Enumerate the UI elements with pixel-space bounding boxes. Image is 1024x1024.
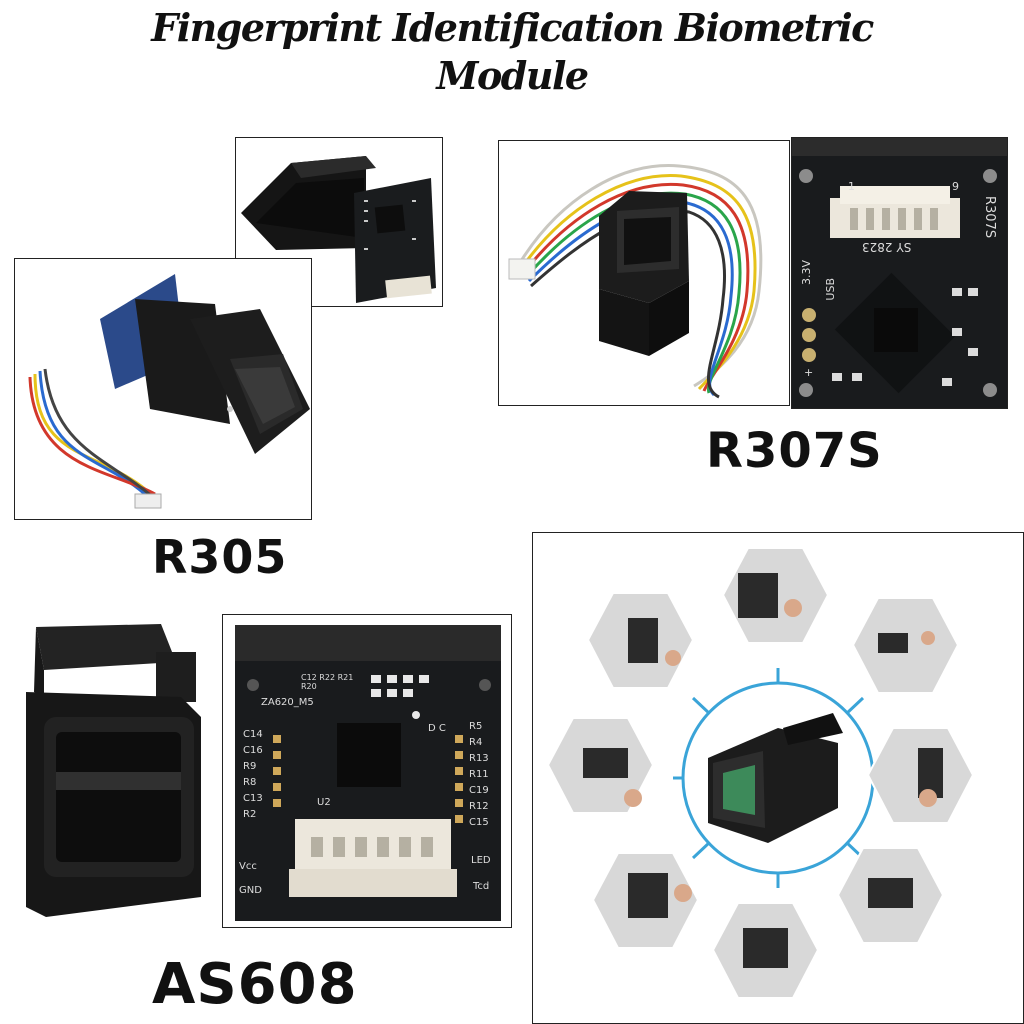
r307s-module-illustration [508, 164, 763, 399]
r307s-pcb-image: 1 9 R307S SY 2823 3.3V USB + [791, 137, 1008, 409]
as608-part-label: C16 [243, 745, 263, 756]
r307s-voltage-silkscreen: 3.3V [800, 260, 813, 286]
as608-part-label: R2 [243, 809, 257, 820]
as608-dc-silkscreen: D C [428, 723, 446, 734]
as608-part-label: R8 [243, 777, 257, 788]
as608-part-label: C19 [469, 785, 489, 796]
as608-part-label: R4 [469, 737, 483, 748]
as608-part-label: R5 [469, 721, 483, 732]
r305-board-illustration [241, 156, 436, 303]
as608-part-label: C14 [243, 729, 263, 740]
r307s-code-silkscreen: SY 2823 [862, 240, 912, 254]
as608-sensor-illustration [26, 624, 201, 917]
title-line-2: Module [436, 53, 589, 98]
as608-vcc-silkscreen: Vcc [239, 861, 257, 872]
as608-left-parts: C14 C16 R9 R8 C13 R2 [243, 727, 263, 823]
r307s-model-silkscreen: R307S [982, 196, 997, 239]
as608-sensor-image [26, 622, 206, 922]
as608-caps-silkscreen: C12 R22 R21 R20 [301, 673, 354, 691]
r307s-pcb-illustration [792, 138, 1007, 397]
r305-module-illustration [28, 274, 310, 509]
as608-part-label: C15 [469, 817, 489, 828]
applications-collage-image [532, 532, 1024, 1024]
page-title: Fingerprint Identification Biometric Mod… [0, 4, 1024, 100]
applications-hub-illustration [546, 547, 975, 999]
r307s-pin-9-label: 9 [952, 180, 959, 193]
r307s-plus-silkscreen: + [804, 366, 814, 379]
r305-label: R305 [152, 530, 288, 584]
as608-part-label: R13 [469, 753, 489, 764]
r307s-pin-1-label: 1 [848, 180, 855, 193]
as608-part-label: R12 [469, 801, 489, 812]
r305-module-image [14, 258, 312, 520]
as608-right-parts: R5 R4 R13 R11 C19 R12 C15 [469, 719, 489, 831]
r305-pcb-image [235, 137, 443, 307]
as608-pcb-illustration [235, 625, 501, 921]
as608-part-label: C13 [243, 793, 263, 804]
r307s-module-image [498, 140, 790, 406]
as608-gnd-silkscreen: GND [239, 885, 262, 896]
as608-label: AS608 [152, 952, 358, 1017]
as608-part-label: R11 [469, 769, 489, 780]
r307s-usb-silkscreen: USB [824, 278, 837, 301]
as608-pcb-image: ZA620_M5 C12 R22 R21 R20 D C U2 C14 C16 … [222, 614, 512, 928]
title-line-1: Fingerprint Identification Biometric [151, 5, 874, 50]
as608-led-silkscreen: LED [471, 855, 491, 866]
as608-part-label: R9 [243, 761, 257, 772]
as608-tcd-silkscreen: Tcd [473, 881, 490, 892]
r307s-label: R307S [706, 423, 883, 479]
as608-model-silkscreen: ZA620_M5 [261, 697, 314, 708]
as608-u2-silkscreen: U2 [317, 797, 331, 808]
